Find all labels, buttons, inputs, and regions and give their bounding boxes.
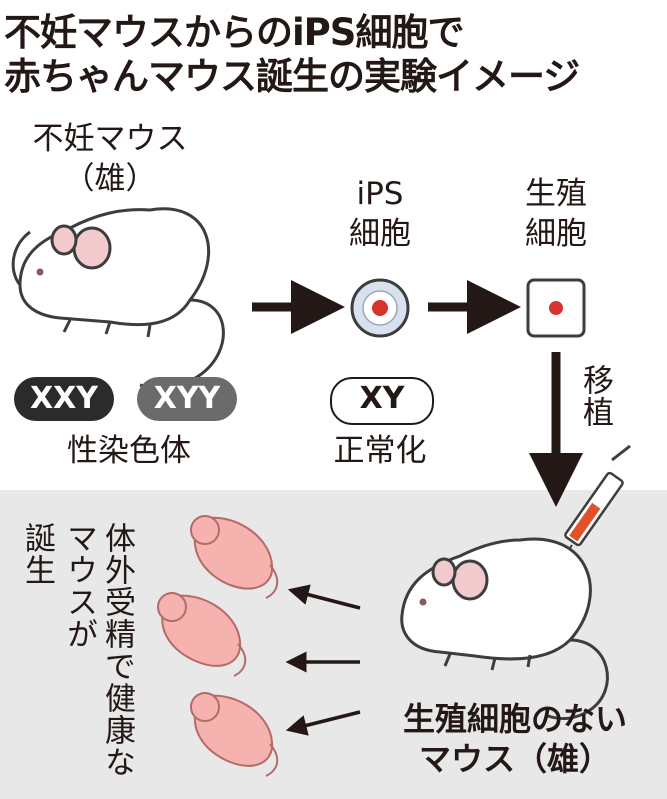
donor-label-2: （雄） bbox=[63, 161, 157, 197]
normalized-caption: 正常化 bbox=[333, 433, 427, 469]
chromosome-caption: 性染色体 bbox=[67, 433, 191, 469]
newborn-pup-icon bbox=[157, 592, 247, 677]
newborn-pup-icon bbox=[190, 692, 279, 777]
recipient-label-1: 生殖細胞のない bbox=[402, 700, 627, 738]
normalized-badge-xy: XY bbox=[330, 377, 434, 425]
transplant-label: 移植 bbox=[577, 364, 613, 428]
newborn-pup-icon bbox=[190, 515, 279, 599]
ips-cell-icon bbox=[350, 278, 410, 338]
germ-cell-icon bbox=[526, 278, 586, 338]
result-text-column-2: 体外受精で健康なマウスが bbox=[61, 522, 135, 778]
title-line-2: 赤ちゃんマウス誕生の実験イメージ bbox=[4, 55, 580, 98]
chromosome-badge-xyy: XYY bbox=[137, 377, 237, 421]
germ-cell-label-2: 細胞 bbox=[525, 216, 587, 252]
syringe-icon bbox=[561, 444, 631, 561]
result-text-column-1: 誕生 bbox=[19, 522, 55, 586]
infertile-mouse-icon bbox=[11, 207, 225, 390]
title-line-1: 不妊マウスからのiPS細胞で bbox=[4, 11, 464, 54]
germ-cell-label-1: 生殖 bbox=[525, 176, 587, 212]
ips-cell-label-1: iPS bbox=[356, 176, 404, 212]
recipient-mouse-icon bbox=[400, 537, 609, 720]
ips-cell-label-2: 細胞 bbox=[349, 216, 411, 252]
chromosome-badge-xxy: XXY bbox=[14, 377, 114, 421]
recipient-label-2: マウス（雄） bbox=[418, 740, 611, 778]
donor-label-1: 不妊マウス bbox=[32, 121, 188, 157]
